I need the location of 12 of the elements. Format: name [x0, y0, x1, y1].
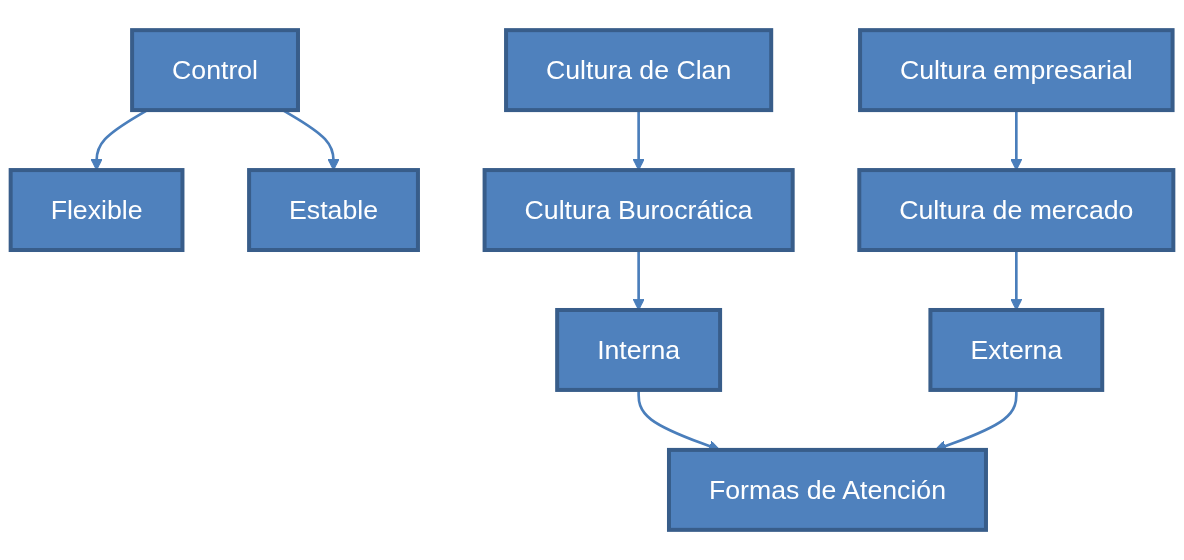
node-box: Cultura empresarial [858, 28, 1175, 113]
node-box: Cultura de mercado [857, 168, 1176, 252]
node-box: Cultura Burocrática [482, 168, 795, 252]
node-box: Cultura de Clan [504, 28, 774, 113]
node-box: Formas de Atención [667, 447, 988, 532]
arrow [632, 110, 645, 171]
arrow [1010, 110, 1023, 171]
node-box: Flexible [8, 168, 185, 252]
node-box: Externa [928, 308, 1105, 392]
node-box: Control [130, 28, 300, 113]
node-box: Interna [555, 308, 723, 392]
node-box: Estable [247, 168, 420, 252]
